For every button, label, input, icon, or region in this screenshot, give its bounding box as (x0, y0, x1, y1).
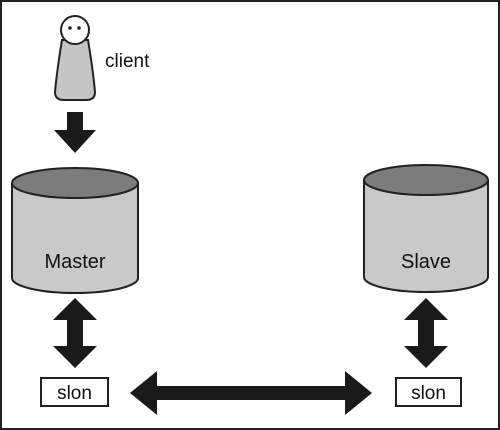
slon-sync-double-arrow (130, 371, 372, 415)
client-figure-icon (53, 15, 97, 101)
master-database-icon (11, 167, 139, 294)
master-slon-box (40, 377, 109, 407)
slave-slon-label: slon (411, 383, 446, 404)
slave-database-icon (363, 164, 489, 293)
slave-slon-double-arrow (404, 298, 448, 368)
slave-slon-box (395, 377, 462, 407)
slave-label: Slave (401, 251, 451, 273)
master-slon-double-arrow (53, 298, 97, 368)
master-slon-label: slon (57, 383, 92, 404)
client-to-master-arrow (54, 112, 96, 153)
client-label: client (105, 51, 150, 72)
master-label: Master (44, 251, 105, 273)
